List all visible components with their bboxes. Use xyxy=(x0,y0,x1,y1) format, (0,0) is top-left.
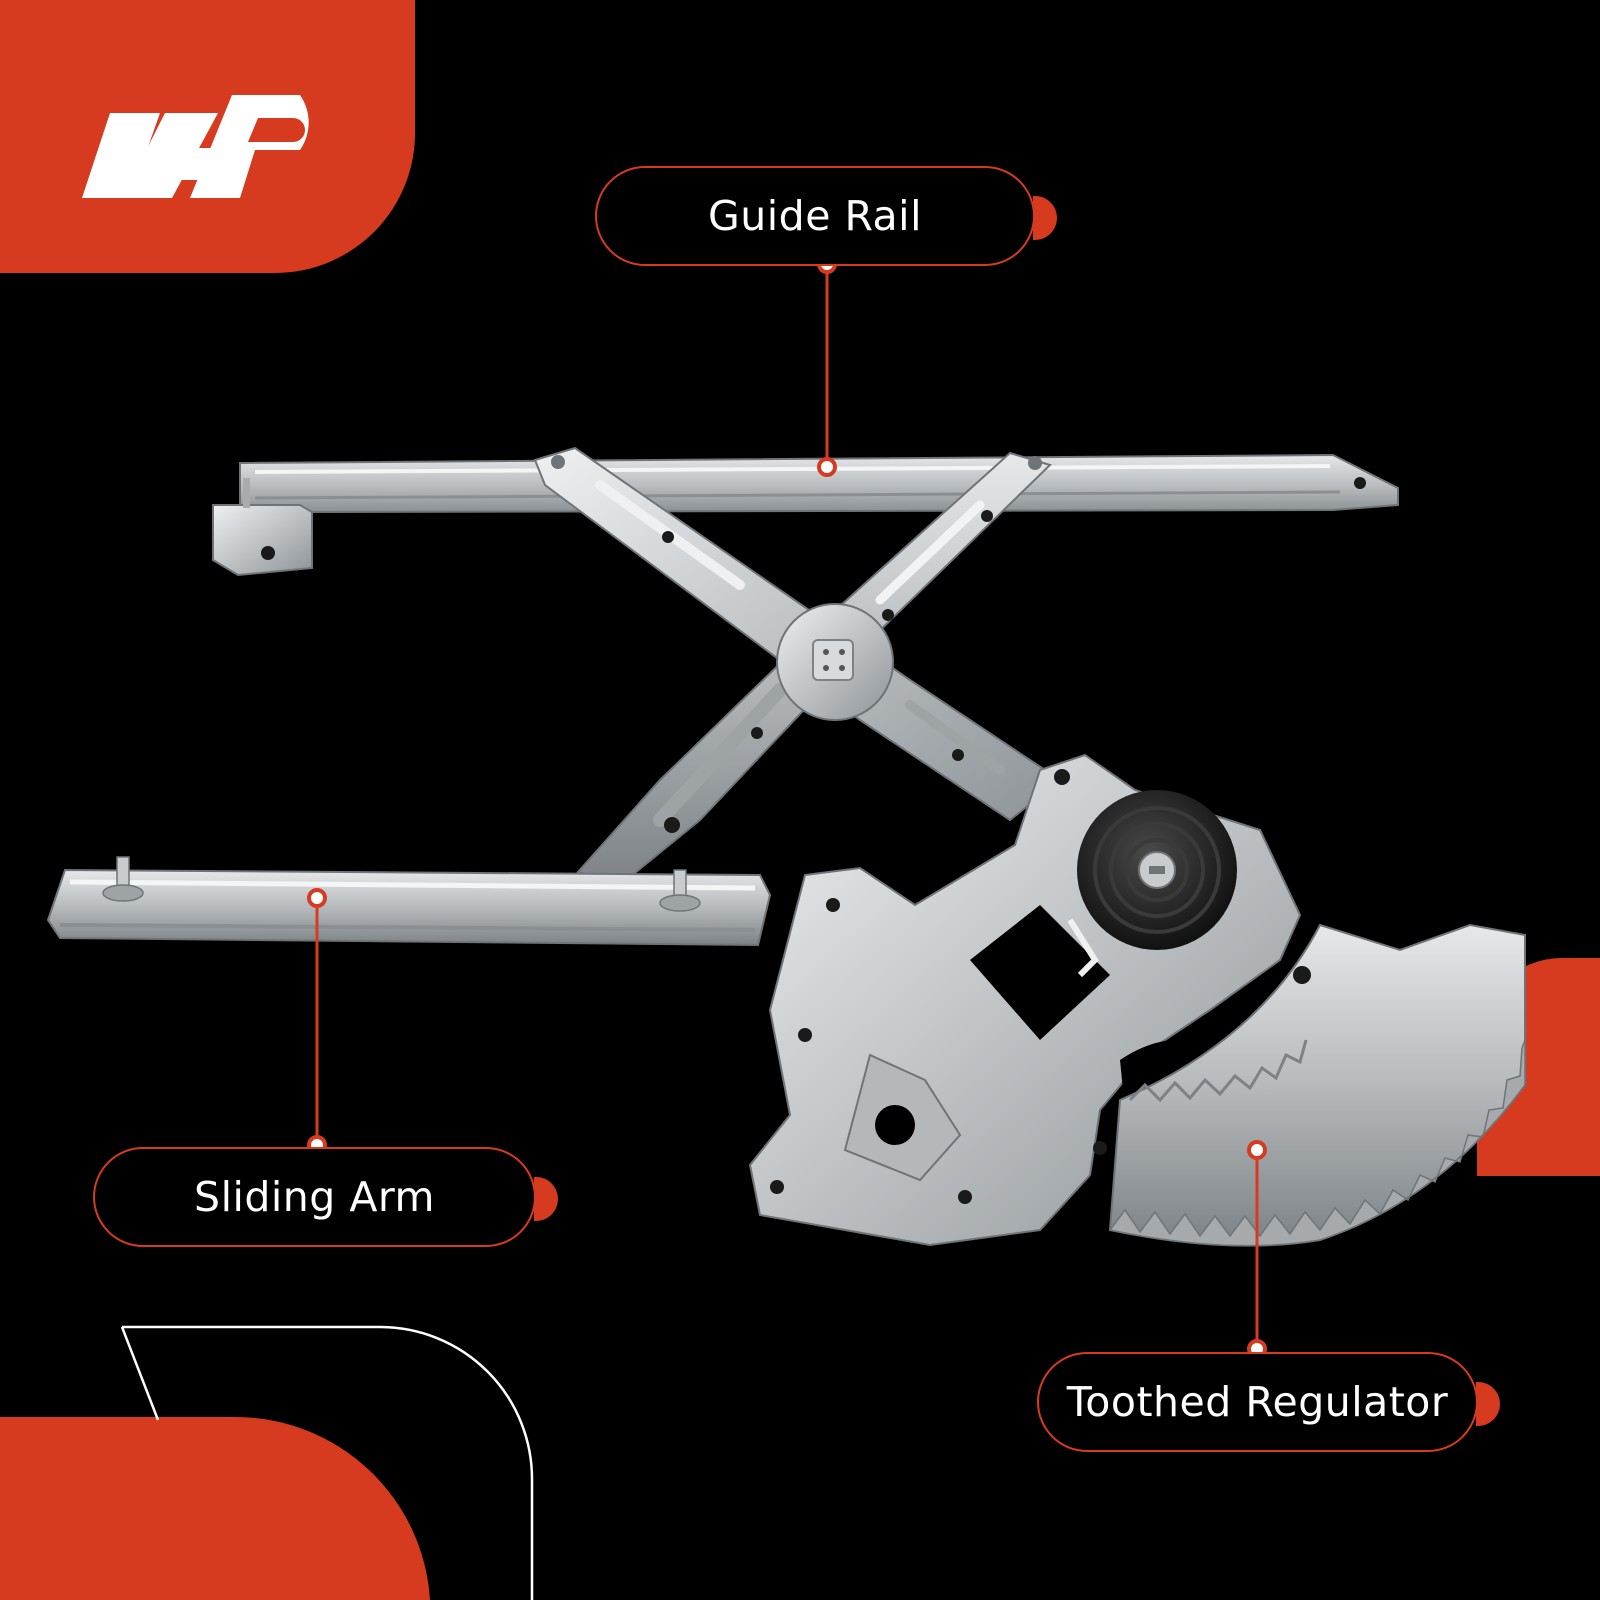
corner-outline-bottom-left xyxy=(120,1325,534,1600)
pivot-hub xyxy=(776,603,894,721)
toothed-sector-gear xyxy=(1108,923,1526,1247)
callout-tab-decoration xyxy=(534,1177,558,1221)
guide-rail xyxy=(212,453,1399,577)
callout-leader-guide-rail xyxy=(817,254,837,477)
callout-toothed-regulator: Toothed Regulator xyxy=(1037,1352,1500,1452)
callout-sliding-arm-label: Sliding Arm xyxy=(194,1173,435,1221)
corner-shape-top-left xyxy=(0,0,416,273)
callout-tab-decoration xyxy=(1476,1382,1500,1426)
callout-guide-rail: Guide Rail xyxy=(595,166,1057,266)
a-premium-logo xyxy=(82,95,309,198)
spring-drum xyxy=(1077,790,1237,950)
callout-guide-rail-label: Guide Rail xyxy=(708,192,922,240)
window-regulator-image xyxy=(46,446,1526,1247)
callout-sliding-arm: Sliding Arm xyxy=(93,1147,558,1247)
sliding-arm xyxy=(46,856,772,947)
callout-tab-decoration xyxy=(1033,196,1057,240)
corner-shape-bottom-left xyxy=(0,1416,430,1600)
callout-toothed-regulator-label: Toothed Regulator xyxy=(1066,1378,1449,1426)
